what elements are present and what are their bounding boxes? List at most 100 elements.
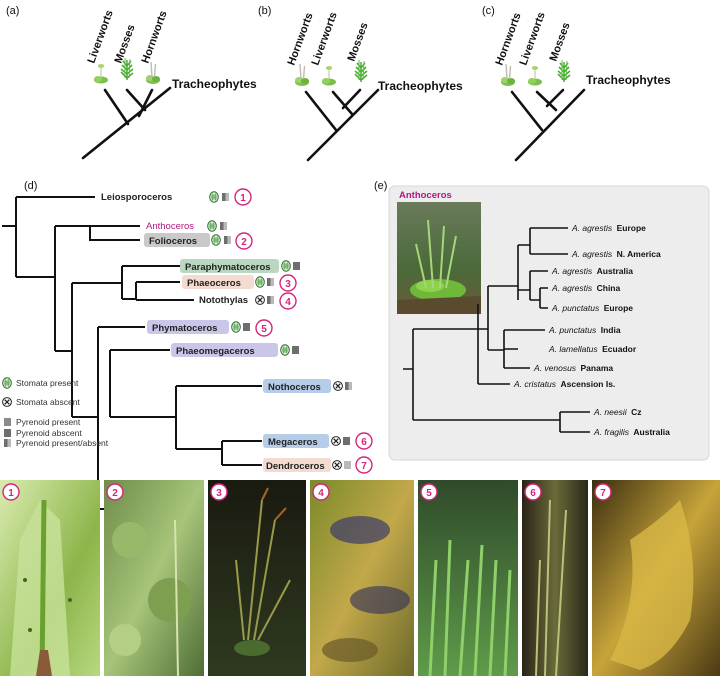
photo-number-2: 2 xyxy=(112,488,118,499)
panel-a: (a) Liverworts Mosses Hornworts Tracheop… xyxy=(6,5,257,160)
stomata-present-icon xyxy=(280,344,290,356)
photo-number-6: 6 xyxy=(530,488,536,499)
hornwort-icon xyxy=(145,61,161,85)
legend-stomata-absent: Stomata abscent xyxy=(16,397,80,407)
taxon-phaeomegaceros: Phaeomegaceros xyxy=(176,346,255,357)
photo-5: 5 xyxy=(418,480,518,676)
liverwort-icon xyxy=(527,65,543,87)
box-paraphymatoceros xyxy=(180,259,279,273)
panel-b-taxon-3: Mosses xyxy=(346,21,371,63)
panel-c: (c) Hornworts Liverworts Mosses Tracheop… xyxy=(482,5,671,162)
number-badge-1 xyxy=(234,188,252,206)
e-taxon-11: A. fragilis Australia xyxy=(593,422,670,439)
legend-pyrenoid-both-icon xyxy=(4,439,8,447)
panel-c-tree xyxy=(510,88,586,162)
number-badge-4 xyxy=(279,292,297,310)
legend-pyrenoid-present-icon xyxy=(4,418,11,426)
panel-c-taxon-3: Mosses xyxy=(548,21,573,63)
panel-e-label: (e) xyxy=(374,180,387,192)
pyrenoid-present-icon xyxy=(292,346,299,354)
taxon-dendroceros: Dendroceros xyxy=(266,461,325,472)
stomata-present-icon xyxy=(207,220,217,232)
taxon-leiosporoceros: Leiosporoceros xyxy=(101,192,172,203)
pyrenoid-absent-icon xyxy=(344,461,351,469)
e-taxon-7: A. lamellatus Ecuador xyxy=(548,339,637,356)
legend-stomata-present-icon xyxy=(2,377,12,389)
pyrenoid-present-icon xyxy=(343,437,350,445)
number-3: 3 xyxy=(285,279,291,290)
number-5: 5 xyxy=(261,324,267,335)
stomata-present-icon xyxy=(255,276,265,288)
legend-pyrenoid-present: Pyrenoid present xyxy=(16,417,81,427)
panel-c-outgroup: Tracheophytes xyxy=(586,73,671,87)
photo-number-1: 1 xyxy=(8,488,14,499)
taxon-folioceros: Folioceros xyxy=(149,236,197,247)
box-folioceros xyxy=(144,233,210,247)
stomata-present-icon xyxy=(209,191,219,203)
stomata-present-icon xyxy=(211,234,221,246)
panel-a-taxon-1: Liverworts xyxy=(86,9,116,65)
e-taxon-5: A. punctatus Europe xyxy=(551,298,633,315)
taxon-phaeoceros: Phaeoceros xyxy=(187,278,241,289)
panel-a-outgroup: Tracheophytes xyxy=(172,77,257,91)
panel-b-label: (b) xyxy=(258,5,271,17)
taxon-notothylas: Notothylas xyxy=(199,295,248,306)
panel-c-label: (c) xyxy=(482,5,495,17)
taxon-megaceros: Megaceros xyxy=(268,437,318,448)
e-taxon-9: A. cristatus Ascension Is. xyxy=(513,374,615,391)
pyrenoid-both-icon xyxy=(222,193,229,201)
stomata-present-icon xyxy=(281,260,291,272)
e-taxon-1: A. agrestis Europe xyxy=(571,218,646,235)
liverwort-icon xyxy=(93,63,109,85)
taxon-anthoceros: Anthoceros xyxy=(146,221,194,232)
number-badge-2 xyxy=(235,232,253,250)
number-2: 2 xyxy=(241,237,247,248)
taxon-phymatoceros: Phymatoceros xyxy=(152,323,217,334)
moss-icon xyxy=(557,59,571,83)
legend-pyrenoid-both: Pyrenoid present/absent xyxy=(16,438,109,448)
photo-label-anthoceros: Anthoceros xyxy=(399,190,452,201)
number-6: 6 xyxy=(361,437,367,448)
stomata-absent-icon xyxy=(331,459,343,471)
photo-6: 6 xyxy=(522,480,588,676)
pyrenoid-both-icon xyxy=(224,236,231,244)
panel-a-tree xyxy=(81,86,172,160)
photo-7: 7 xyxy=(592,480,720,676)
number-badge-7 xyxy=(355,456,373,474)
legend-pyrenoid-absent: Pyrenoid abscent xyxy=(16,428,82,438)
panel-d-tree xyxy=(2,196,262,510)
box-phaeoceros xyxy=(182,275,254,289)
photo-number-5: 5 xyxy=(426,488,432,499)
stomata-absent-icon xyxy=(254,294,266,306)
pyrenoid-both-icon xyxy=(220,222,227,230)
panel-b-tree xyxy=(304,88,380,162)
photo-number-7: 7 xyxy=(600,488,606,499)
stomata-present-icon xyxy=(231,321,241,333)
photo-number-3: 3 xyxy=(216,488,222,499)
e-taxon-3: A. agrestis Australia xyxy=(551,261,633,278)
photo-2: 2 xyxy=(104,480,204,676)
number-badge-3 xyxy=(279,274,297,292)
number-badge-6 xyxy=(355,432,373,450)
e-taxon-4: A. agrestis China xyxy=(551,278,620,295)
panel-b-outgroup: Tracheophytes xyxy=(378,79,463,93)
anthoceros-photo xyxy=(397,202,481,314)
legend-pyrenoid-both-icon-b xyxy=(7,439,11,447)
number-1: 1 xyxy=(240,193,246,204)
photo-number-4: 4 xyxy=(318,488,324,499)
pyrenoid-present-icon xyxy=(243,323,250,331)
box-dendroceros xyxy=(263,458,331,472)
panel-a-taxon-3: Hornworts xyxy=(140,9,170,65)
pyrenoid-both-icon xyxy=(267,278,274,286)
panel-e: (e) Anthoceros A. agrestis Europe A. agr… xyxy=(374,180,710,461)
legend-stomata-present: Stomata present xyxy=(16,378,79,388)
stomata-absent-icon xyxy=(332,380,344,392)
panel-d-label: (d) xyxy=(24,180,37,192)
e-taxon-8: A. venosus Panama xyxy=(533,358,613,375)
hornwort-icon xyxy=(294,63,310,87)
taxon-nothoceros: Nothoceros xyxy=(268,382,321,393)
taxon-paraphymatoceros: Paraphymatoceros xyxy=(185,262,271,273)
number-7: 7 xyxy=(361,461,367,472)
e-taxon-6: A. punctatus India xyxy=(548,320,621,337)
